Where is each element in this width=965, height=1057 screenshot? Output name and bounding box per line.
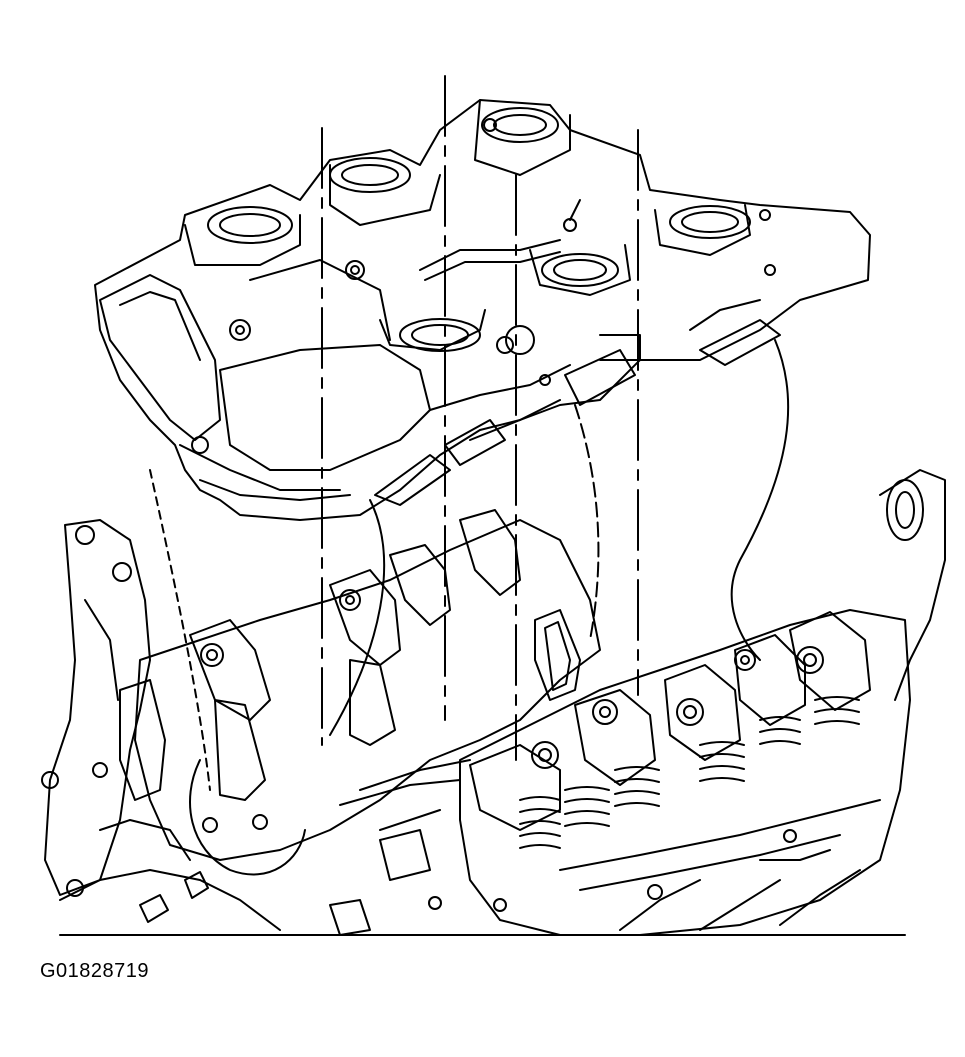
cylinder-head-rocker-assembly (60, 470, 945, 935)
intake-manifold (95, 100, 870, 520)
alignment-lines (150, 76, 788, 790)
engine-exploded-diagram (0, 0, 965, 960)
left-bracket (42, 520, 150, 896)
figure-id-label: G01828719 (40, 960, 150, 982)
valve-springs (520, 697, 859, 848)
